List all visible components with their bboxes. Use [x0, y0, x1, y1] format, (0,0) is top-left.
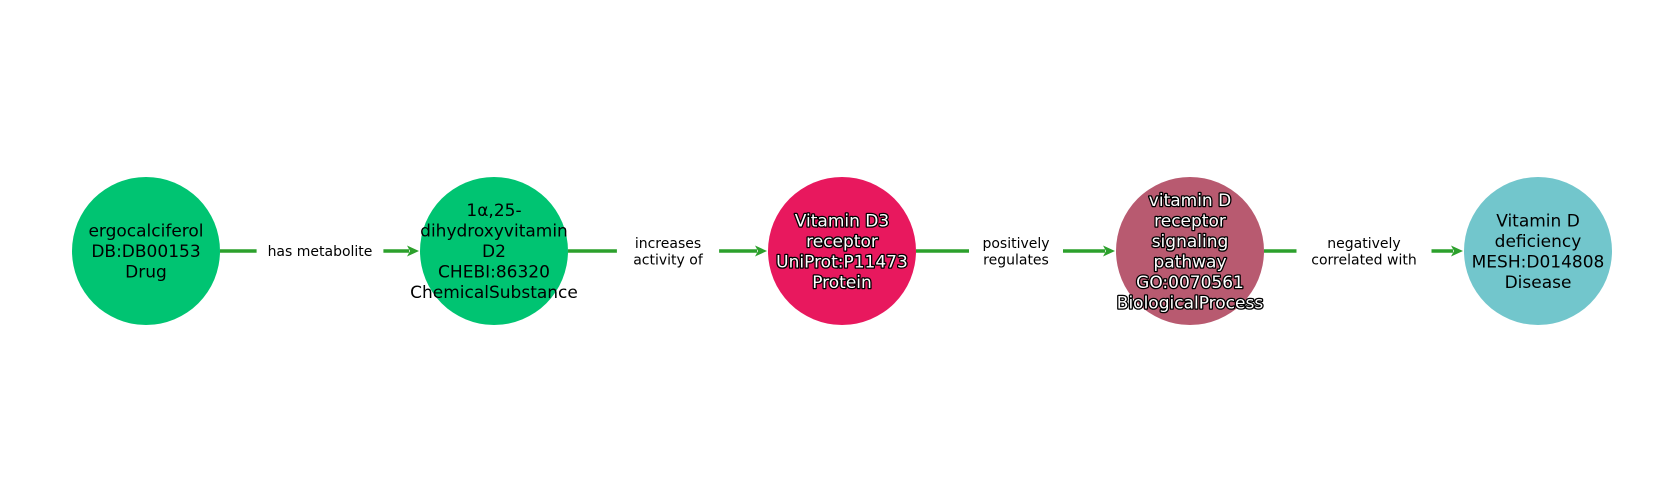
node-label-line: receptor — [1154, 211, 1226, 231]
node-label-line: pathway — [1153, 252, 1226, 272]
edge-label: has metabolite — [268, 244, 373, 260]
node-circle[interactable] — [768, 177, 916, 325]
edge-label-background — [969, 231, 1063, 271]
node-label-line: Drug — [125, 263, 167, 283]
node-label-line: D2 — [482, 242, 506, 262]
edge-arrowhead — [407, 245, 419, 257]
node-label-line: Disease — [1505, 273, 1572, 293]
edge-label-line: negatively — [1327, 236, 1400, 252]
node-label-line: vitamin D — [1149, 191, 1231, 211]
node-circle[interactable] — [72, 177, 220, 325]
edge-label-line: regulates — [983, 252, 1049, 268]
edge-arrowhead — [1451, 245, 1463, 257]
node-label-line: Vitamin D — [1496, 211, 1580, 231]
node-label-line: ChemicalSubstance — [410, 283, 578, 303]
node-label-line: receptor — [806, 232, 878, 252]
node-label-line: dihydroxyvitamin — [420, 222, 568, 242]
node-label-line: GO:0070561 — [1136, 273, 1244, 293]
edge-arrowhead — [1103, 245, 1115, 257]
edge-label-line: correlated with — [1311, 252, 1416, 268]
node-circle[interactable] — [1464, 177, 1612, 325]
node-label-line: BiologicalProcess — [1117, 293, 1264, 313]
node-label-line: DB:DB00153 — [91, 242, 200, 262]
node-circle[interactable] — [420, 177, 568, 325]
edge-label-background — [256, 239, 384, 263]
edge-label-background — [616, 231, 720, 271]
node-label-line: ergocalciferol — [88, 222, 203, 242]
node-label-line: CHEBI:86320 — [438, 263, 550, 283]
node-label-line: UniProt:P11473 — [776, 252, 908, 272]
edge-label-line: activity of — [633, 252, 704, 268]
node-label-line: MESH:D014808 — [1472, 252, 1605, 272]
edge-arrowhead — [755, 245, 767, 257]
edge-n1-n2: has metabolite — [220, 239, 419, 263]
node-label-line: Vitamin D3 — [795, 211, 889, 231]
edge-label-line: has metabolite — [268, 244, 373, 260]
edge-label-background — [1296, 231, 1432, 271]
node-label-line: signaling — [1152, 232, 1229, 252]
node-label-line: Protein — [812, 273, 872, 293]
node-circle[interactable] — [1116, 177, 1264, 325]
edge-label-line: positively — [982, 236, 1049, 252]
node-label-line: deficiency — [1495, 232, 1582, 252]
node-label-line: 1α,25- — [466, 201, 521, 221]
edge-label-line: increases — [635, 236, 701, 252]
